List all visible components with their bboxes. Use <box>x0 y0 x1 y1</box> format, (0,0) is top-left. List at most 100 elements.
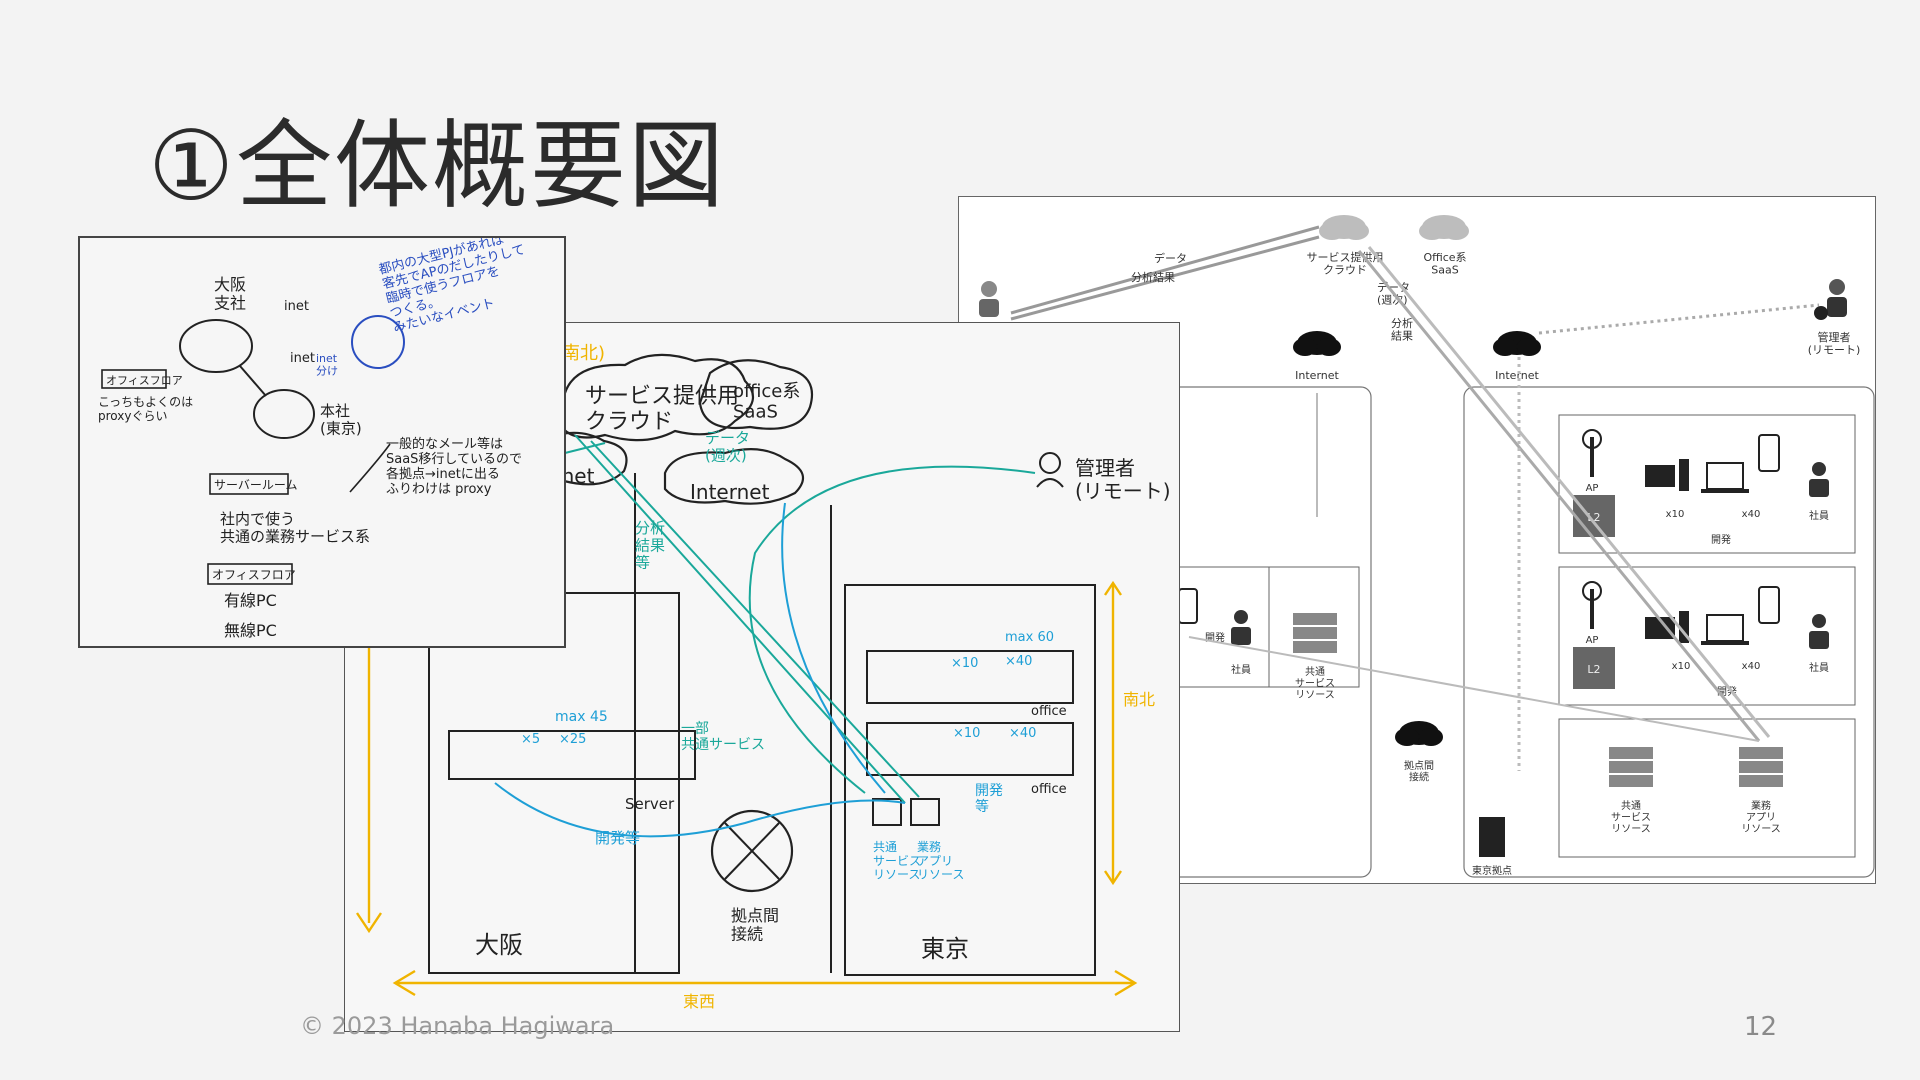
office-floor-box-2 <box>207 563 293 585</box>
flow-line-2 <box>1367 246 1771 738</box>
service-cloud-text: サービス提供用クラウド <box>585 384 739 434</box>
analyst-person-icon <box>979 281 999 317</box>
temp-floor-circle <box>351 315 405 369</box>
shared-services-text: 社内で使う共通の業務サービス系 <box>220 510 370 545</box>
tokyo-floor-b-sketch <box>866 722 1074 776</box>
osaka-branch-circle <box>179 319 253 373</box>
interlink-cloud-icon <box>1395 721 1443 746</box>
ap-mid-icon <box>1582 581 1602 629</box>
service-cloud-sketch <box>550 353 755 442</box>
app-res-sketch-text: 業務アプリリソース <box>917 840 964 882</box>
max-osaka-text: max 45 <box>555 709 608 725</box>
ap-mid-label: AP <box>1586 635 1599 646</box>
desktop-top-icon <box>1645 459 1689 491</box>
x10-mid-label: x10 <box>1672 661 1691 672</box>
max60-text: max 60 <box>1005 630 1054 645</box>
inet1-text: inet <box>284 299 309 314</box>
employee-mid-icon <box>1809 614 1829 649</box>
laptop-top-icon <box>1701 462 1749 493</box>
data-arrow <box>1010 225 1320 315</box>
north-south-text: 南北 <box>1123 690 1155 709</box>
analysis-result-label: 分析結果 <box>1391 316 1413 343</box>
office-b-text: office <box>1031 782 1067 797</box>
ap-top-icon <box>1582 429 1602 477</box>
app-res-label: 業務アプリリソース <box>1741 799 1781 835</box>
x10a-text: ×10 <box>951 656 978 671</box>
analysis-label: 分析結果 <box>1131 270 1175 284</box>
phone-top-icon <box>1758 434 1780 472</box>
tokyo-base-label: 東京拠点 <box>1472 864 1512 877</box>
internet-right-cloud-icon <box>1493 331 1541 356</box>
dev-top-label: 開発 <box>1711 533 1731 546</box>
admin-dotted-link <box>1538 303 1820 335</box>
saas-cloud-icon <box>1419 215 1469 240</box>
employee-left-label: 社員 <box>1231 663 1251 676</box>
x10b-text: ×10 <box>953 726 980 741</box>
page-number: 12 <box>1744 1012 1778 1042</box>
app-server-icon <box>1739 747 1783 787</box>
tokyo-site-box <box>1463 386 1875 878</box>
x40-top-label: x40 <box>1742 509 1761 520</box>
internet-right-cloud-sketch <box>663 448 805 505</box>
cyan-flow-1 <box>494 782 906 838</box>
tokyo-text: 東京 <box>921 935 969 963</box>
saas-cloud-sketch <box>698 359 814 430</box>
wired-pc-text: 有線PC <box>224 591 277 610</box>
admin-sketch-icon <box>1036 452 1064 488</box>
north-sketch-text: (南北) <box>555 343 605 364</box>
blue-note-text: 都内の大型PJがあれば客先でAPのだしたりして臨時で使うフロアをつくる。みたいな… <box>377 238 537 336</box>
admin-teal-flow <box>748 465 1036 794</box>
service-cloud-icon <box>1319 215 1369 240</box>
service-cloud-label: サービス提供用クラウド <box>1307 250 1384 277</box>
tokyo-building-icon <box>1479 817 1505 857</box>
inet2-text: inet <box>290 351 315 366</box>
x40-mid-label: x40 <box>1742 661 1761 672</box>
server-text: Server <box>625 795 675 813</box>
employee-top-label: 社員 <box>1809 509 1829 522</box>
internet-left-label: Internet <box>1295 369 1339 382</box>
osaka-to-app-line <box>1188 636 1760 742</box>
east-west-text: 東西 <box>683 992 715 1011</box>
tokyo-floor-a-sketch <box>866 650 1074 704</box>
shared-res-sketch-text: 共通サービスリソース <box>873 840 921 882</box>
desktop-mid-icon <box>1645 611 1689 643</box>
x40b-text: ×40 <box>1009 726 1036 741</box>
phone-mid-icon <box>1758 586 1780 624</box>
employee-left-icon <box>1231 610 1251 645</box>
osaka-floor-sketch <box>448 730 696 780</box>
wireless-pc-text: 無線PC <box>224 621 277 640</box>
phone-left-icon <box>1178 588 1198 624</box>
flow-line-1 <box>1357 250 1761 742</box>
office-a-text: office <box>1031 704 1067 719</box>
analysis-arrow <box>1010 235 1320 321</box>
shared-res-sketch-icon <box>872 798 902 826</box>
ap-top-label: AP <box>1586 483 1599 494</box>
internet-left-cloud-icon <box>1293 331 1341 356</box>
osaka-branch-text: 大阪支社 <box>214 275 246 312</box>
admin-person-icon <box>1814 279 1847 320</box>
l2-top-icon <box>1573 495 1615 537</box>
x40a-text: ×40 <box>1005 654 1032 669</box>
data-note-text: データ(週次) <box>705 429 750 464</box>
interlink-label: 拠点間接続 <box>1404 759 1434 784</box>
l2-mid-label: L2 <box>1587 663 1600 676</box>
shared-left-label: 共通サービスリソース <box>1295 666 1335 701</box>
x5-text: ×5 <box>521 732 540 747</box>
teal-flow-2 <box>590 440 920 798</box>
admin-label: 管理者(リモート) <box>1808 330 1861 357</box>
l2-mid-icon <box>1573 647 1615 689</box>
server-room-text: サーバールーム <box>214 478 298 492</box>
internet-right-label: Internet <box>1495 369 1539 382</box>
head-office-text: 本社(東京) <box>320 402 362 437</box>
resource-room <box>1558 718 1856 858</box>
dev-tokyo-text: 開発等 <box>975 783 1003 815</box>
office-floor-text-1: オフィスフロア <box>106 374 183 387</box>
shared-left-server-icon <box>1293 613 1337 653</box>
internet-right-text: Internet <box>690 480 770 504</box>
